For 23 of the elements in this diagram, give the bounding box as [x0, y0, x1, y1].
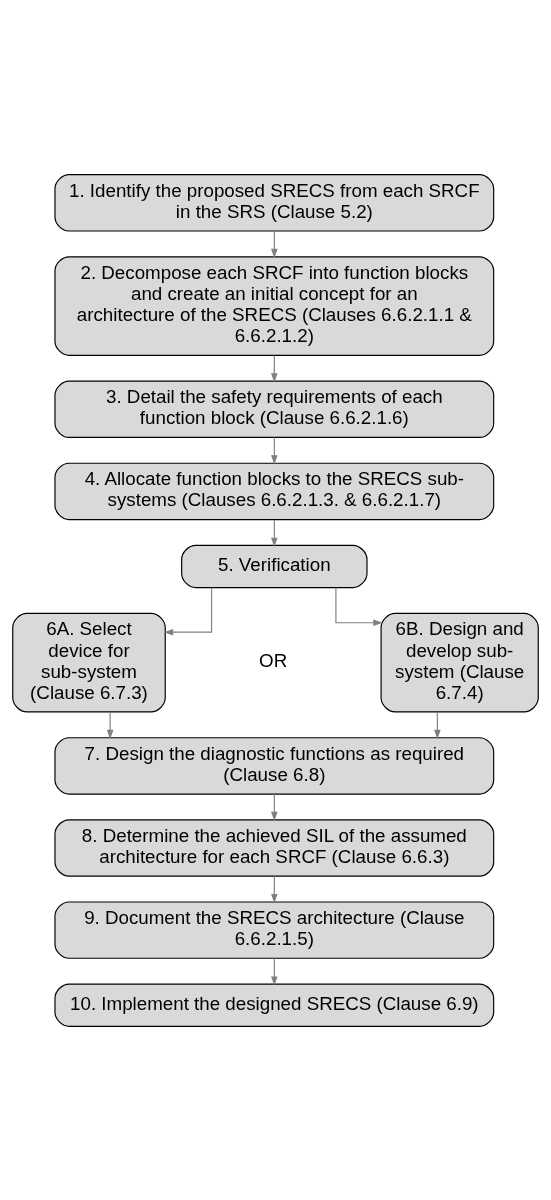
- node-box: 3. Detail the safety requirements of each function block (Clause 6.6.2.1.6): [54, 380, 495, 438]
- arrow: [271, 875, 278, 903]
- arrow: [335, 586, 383, 626]
- arrow: [271, 957, 278, 986]
- arrow: [271, 793, 278, 821]
- arrow: [434, 711, 441, 739]
- node-box: 6A. Select device for sub-system (Clause 6.7.3): [12, 612, 166, 713]
- node-box: 9. Document the SRECS architecture (Clause 6.6.2.1.5): [54, 900, 495, 959]
- arrow: [271, 229, 278, 258]
- arrow: [271, 436, 278, 465]
- node-box: 1. Identify the proposed SRECS from each SRCF in the SRS (Clause 5.2): [54, 173, 495, 232]
- arrow: [271, 354, 278, 383]
- node-box: 4. Allocate function blocks to the SRECS sub-systems (Clauses 6.6.2.1.3. & 6.6.2.1.7): [54, 462, 495, 520]
- node-box: 2. Decompose each SRCF into function blocks and create an initial concept for an architecture of the SRECS (Clauses 6.6.2.1.1 & 6.6.2.1.2): [54, 255, 495, 356]
- label: OR: [259, 649, 288, 671]
- node-box: 8. Determine the achieved SIL of the assumed architecture for each SRCF (Clause 6.6.3): [54, 818, 495, 877]
- node-box: 10. Implement the designed SRECS (Clause 6.9): [54, 983, 495, 1027]
- node-box: 7. Design the diagnostic functions as required (Clause 6.8): [54, 736, 495, 795]
- arrow: [163, 586, 213, 635]
- node-box: 5. Verification: [181, 544, 368, 588]
- arrow: [271, 518, 278, 547]
- arrow: [106, 711, 114, 739]
- node-box: 6B. Design and develop sub-system (Clause 6.7.4): [380, 612, 539, 713]
